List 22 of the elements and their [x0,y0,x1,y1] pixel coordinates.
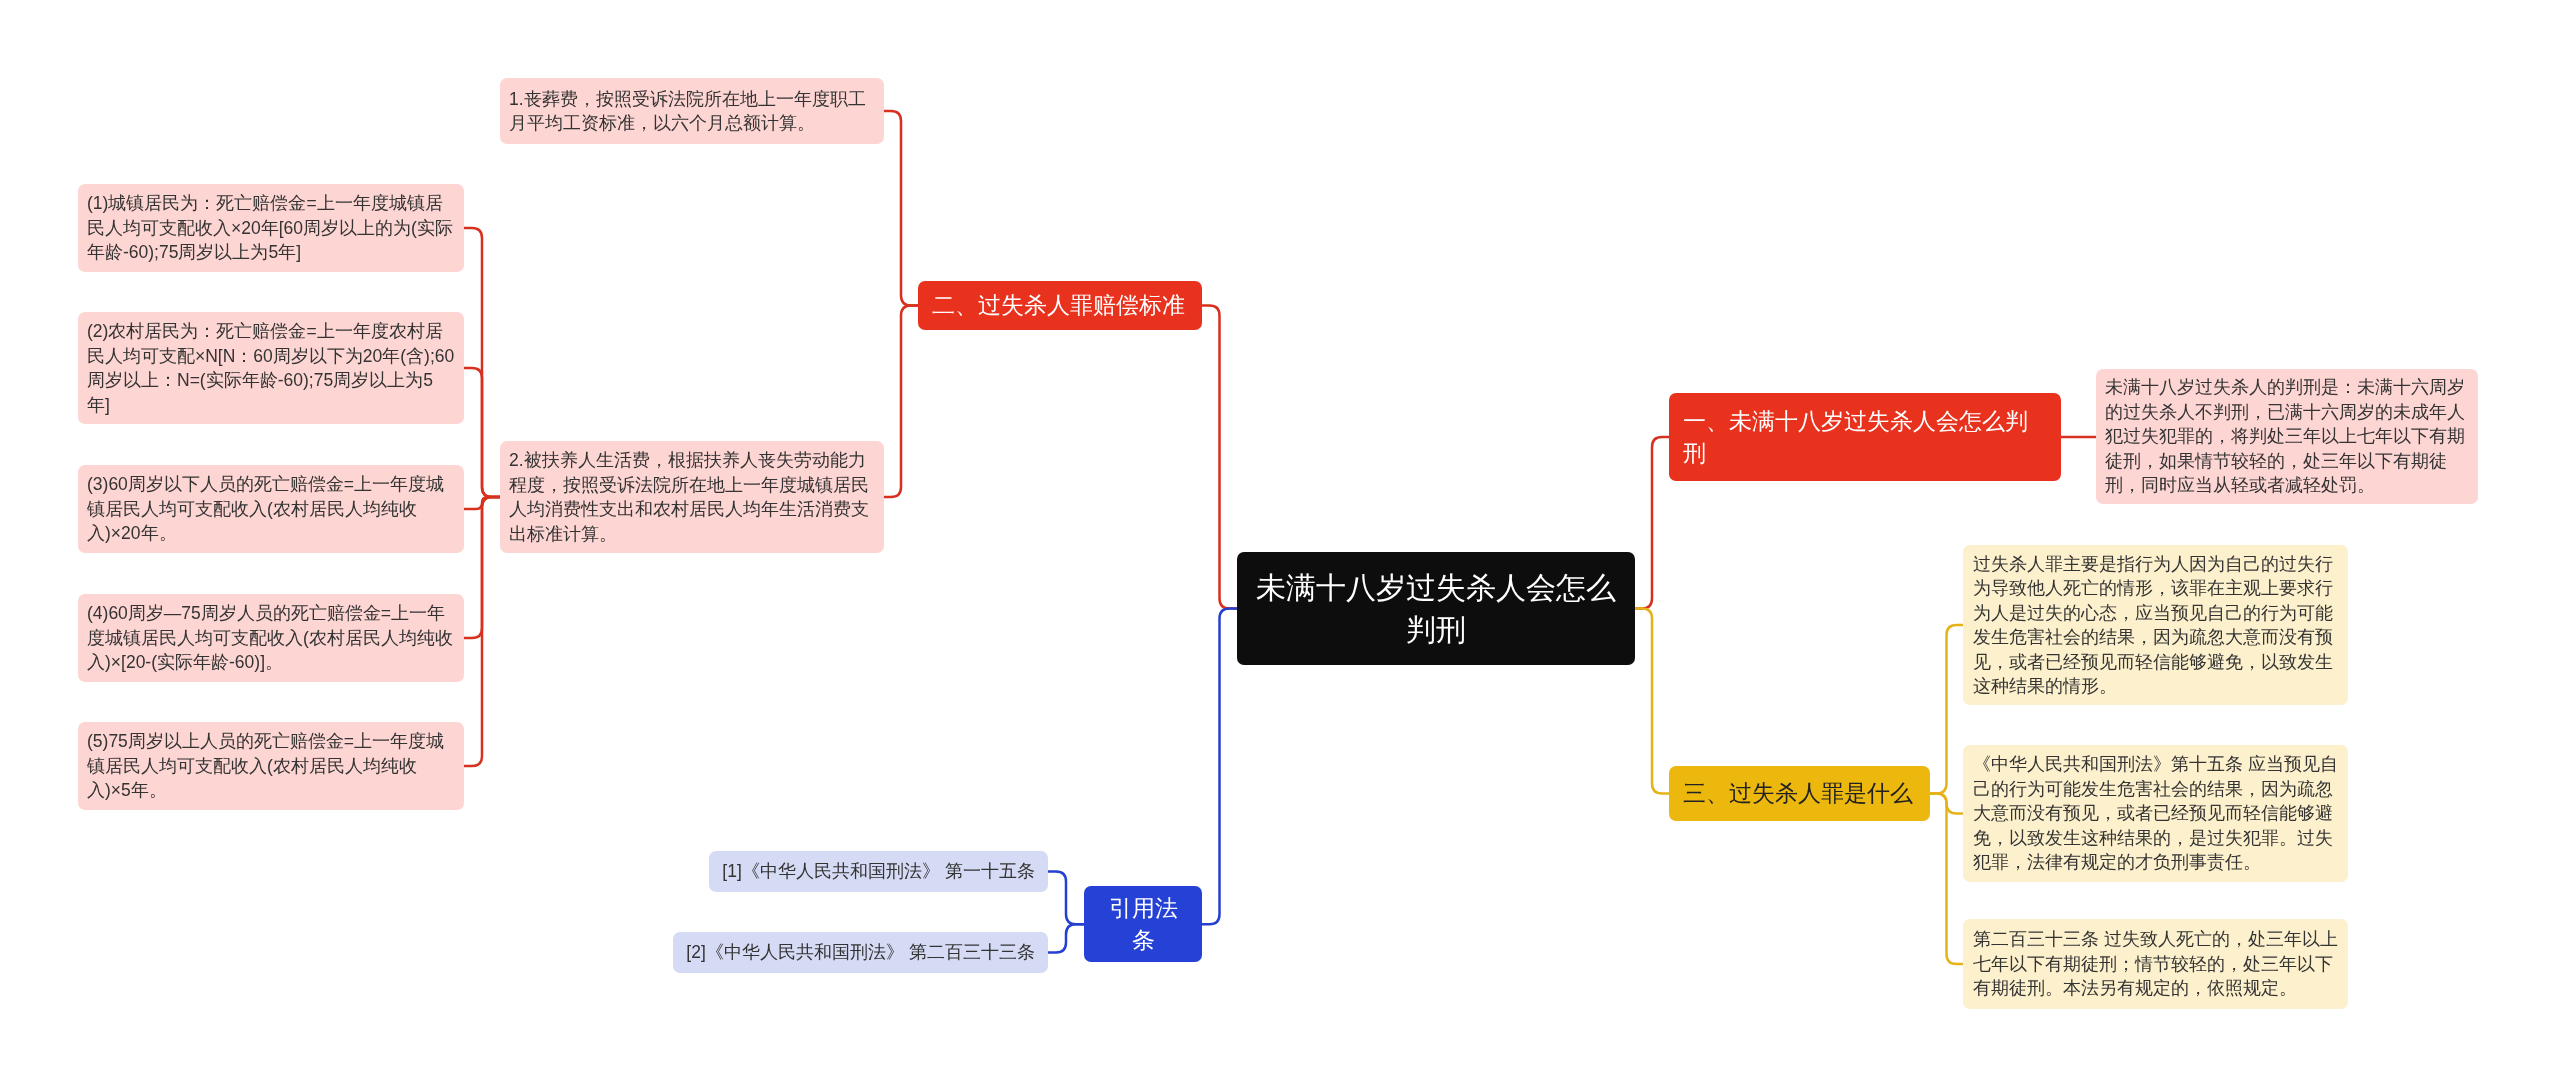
branch-box: 二、过失杀人罪赔偿标准 [918,281,1202,330]
connector-line [2061,435,2096,439]
note-box: 2.被扶养人生活费，根据扶养人丧失劳动能力程度，按照受诉法院所在地上一年度城镇居民人均消费性支出和农村居民人均年生活消费支出标准计算。 [500,441,884,553]
note-box: (5)75周岁以上人员的死亡赔偿金=上一年度城镇居民人均可支配收入(农村居民人均纯收入)×5年。 [78,722,464,810]
note-box: (1)城镇居民为：死亡赔偿金=上一年度城镇居民人均可支配收入×20年[60周岁以上的为(实际年龄-60);75周岁以上为5年] [78,184,464,272]
branch-box: 引用法条 [1084,886,1202,963]
topic-box: 未满十八岁过失杀人会怎么判刑 [1237,552,1635,665]
note-box: 1.丧葬费，按照受诉法院所在地上一年度职工月平均工资标准，以六个月总额计算。 [500,78,884,144]
branch-box: 三、过失杀人罪是什么 [1669,766,1930,821]
note-box: 《中华人民共和国刑法》第十五条 应当预见自己的行为可能发生危害社会的结果，因为疏忽大意而没有预见，或者已经预见而轻信能够避免，以致发生这种结果的，是过失犯罪。过失犯罪，法律有规定的才负刑事责任。 [1963,745,2348,882]
note-box: (2)农村居民为：死亡赔偿金=上一年度农村居民人均可支配×N[N：60周岁以下为20年(含);60周岁以上：N=(实际年龄-60);75周岁以上为5年] [78,312,464,424]
connector-line [464,495,500,768]
connector-line [1048,922,1084,954]
branch-box: 一、未满十八岁过失杀人会怎么判刑 [1669,393,2061,481]
note-box: 过失杀人罪主要是指行为人因为自己的过失行为导致他人死亡的情形，该罪在主观上要求行为人是过失的心态，应当预见自己的行为可能发生危害社会的结果，因为疏忽大意而没有预见，或者已经预见而轻信能够避免，以致发生这种结果的情形。 [1963,545,2348,705]
citation-box: [2]《中华人民共和国刑法》 第二百三十三条 [673,932,1048,973]
note-box: 第二百三十三条 过失致人死亡的，处三年以上七年以下有期徒刑；情节较轻的，处三年以下有期徒刑。本法另有规定的，依照规定。 [1963,919,2348,1009]
note-box: (4)60周岁—75周岁人员的死亡赔偿金=上一年度城镇居民人均可支配收入(农村居民人均纯收入)×[20-(实际年龄-60)]。 [78,594,464,682]
connector-line [1930,792,1963,966]
citation-box: [1]《中华人民共和国刑法》 第一十五条 [709,851,1048,892]
note-box: (3)60周岁以下人员的死亡赔偿金=上一年度城镇居民人均可支配收入(农村居民人均纯收入)×20年。 [78,465,464,553]
note-box: 未满十八岁过失杀人的判刑是：未满十六周岁的过失杀人不判刑，已满十六周岁的未成年人犯过失犯罪的，将判处三年以上七年以下有期徒刑，如果情节较轻的，处三年以下有期徒刑，同时应当从轻或者减轻处罚。 [2096,369,2478,504]
